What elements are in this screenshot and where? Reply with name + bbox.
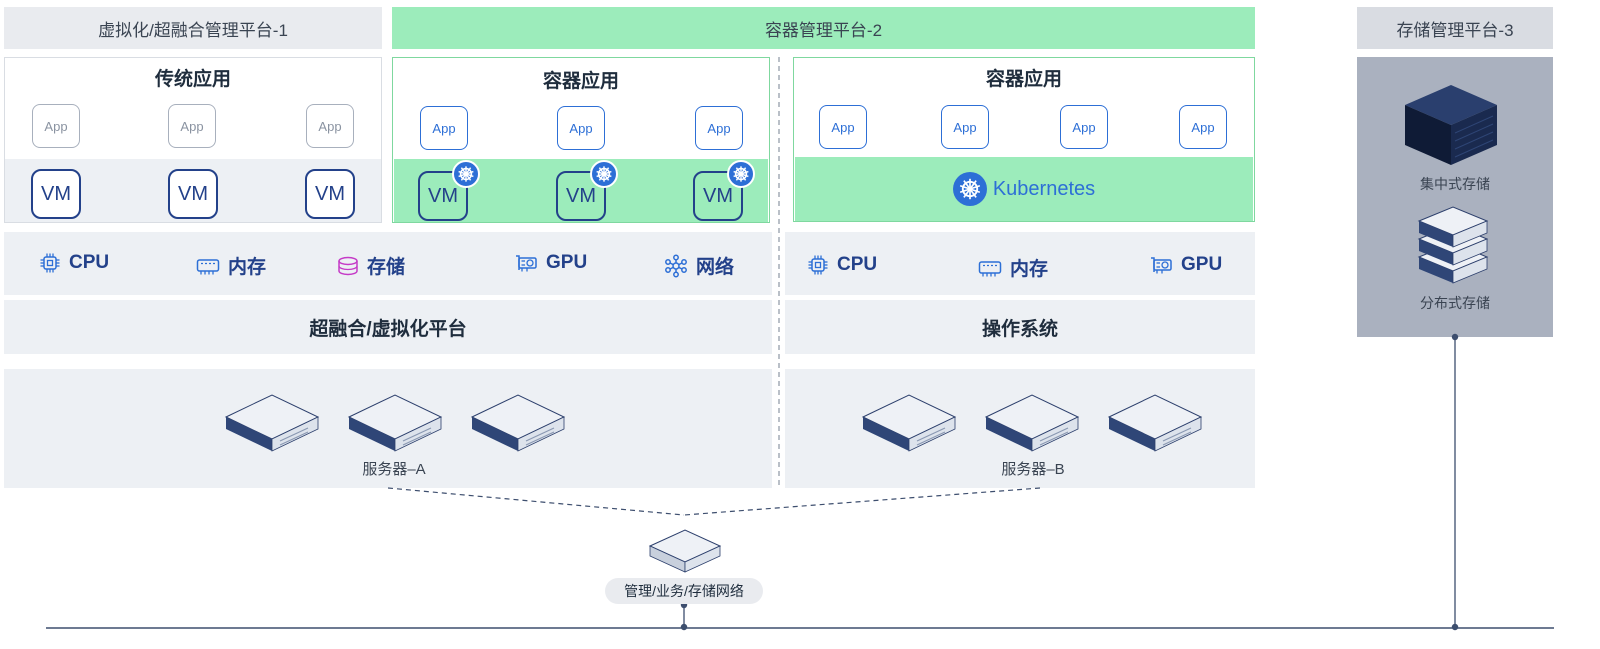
memory-icon	[196, 258, 220, 274]
app-icon: App	[819, 105, 867, 149]
resource-band-left: CPU 内存 存储 GPU 网络	[4, 232, 772, 295]
kubernetes-label: Kubernetes	[992, 177, 1096, 200]
container-app-title-right: 容器应用	[985, 69, 1062, 90]
server-icon	[347, 394, 443, 452]
network-label: 网络	[696, 257, 735, 278]
container-app-title-left: 容器应用	[542, 71, 619, 92]
kubernetes-icon	[452, 160, 480, 188]
server-a-label: 服务器–A	[362, 461, 426, 478]
network-label: 管理/业务/存储网络	[605, 578, 763, 604]
network-icon	[665, 254, 687, 277]
traditional-app-panel: 传统应用 App App App VM VM VM	[4, 57, 382, 223]
divider-dashed	[778, 57, 780, 489]
app-icon: App	[695, 106, 743, 150]
app-icon: App	[420, 106, 468, 150]
app-icon: App	[306, 104, 354, 148]
kubernetes-icon	[727, 160, 755, 188]
vm-icon: VM	[168, 169, 218, 219]
database-icon	[338, 256, 358, 275]
platform-band-left: 超融合/虚拟化平台	[4, 300, 772, 354]
traditional-app-title: 传统应用	[154, 69, 231, 90]
platform-band-right: 操作系统	[785, 300, 1255, 354]
cpu-icon	[808, 255, 828, 275]
resource-gpu: GPU	[1149, 254, 1222, 276]
header-platform-2-label: 容器管理平台-2	[764, 20, 883, 40]
gpu-label: GPU	[546, 252, 588, 273]
network-switch-icon	[648, 529, 722, 573]
k8s-vm-band: VM VM VM	[394, 159, 768, 222]
server-icon	[224, 394, 320, 452]
kubernetes-icon	[952, 172, 987, 206]
app-icon: App	[557, 106, 605, 150]
header-platform-3: 存储管理平台-3	[1357, 7, 1553, 49]
memory-icon	[978, 260, 1002, 276]
header-platform-1-label: 虚拟化/超融合管理平台-1	[98, 20, 288, 40]
distributed-storage-icon	[1417, 206, 1489, 284]
resource-network: 网络	[664, 252, 734, 279]
gpu-icon	[516, 255, 537, 272]
resource-cpu: CPU	[39, 252, 109, 274]
centralized-storage-icon	[1405, 85, 1497, 165]
centralized-storage-label: 集中式存储	[1420, 176, 1490, 192]
app-icon: App	[32, 104, 80, 148]
resource-gpu: GPU	[514, 252, 587, 274]
server-band-left: 服务器–A	[4, 369, 772, 488]
cpu-label: CPU	[837, 254, 878, 275]
app-icon: App	[1179, 105, 1227, 149]
server-b-label: 服务器–B	[1001, 461, 1065, 478]
resource-cpu: CPU	[807, 254, 877, 276]
cpu-label: CPU	[69, 252, 110, 273]
storage-panel: 集中式存储 分布式存储	[1357, 57, 1553, 337]
platform-label-right: 操作系统	[981, 318, 1058, 340]
header-platform-2: 容器管理平台-2	[392, 7, 1255, 49]
vm-icon: VM	[305, 169, 355, 219]
vm-band: VM VM VM	[5, 159, 381, 222]
kubernetes-icon	[590, 160, 618, 188]
server-icon	[861, 394, 957, 452]
resource-storage: 存储	[337, 252, 405, 279]
server-icon	[1107, 394, 1203, 452]
distributed-storage-label: 分布式存储	[1420, 295, 1490, 311]
container-k8s-panel: 容器应用 App App App App Kubernetes	[793, 57, 1255, 222]
header-platform-1: 虚拟化/超融合管理平台-1	[4, 7, 382, 49]
vm-icon: VM	[31, 169, 81, 219]
kubernetes-band: Kubernetes	[795, 157, 1253, 221]
server-icon	[984, 394, 1080, 452]
app-icon: App	[168, 104, 216, 148]
app-icon: App	[941, 105, 989, 149]
container-vm-panel: 容器应用 App App App VM VM VM	[392, 57, 770, 223]
memory-label: 内存	[1010, 259, 1049, 280]
header-platform-3-label: 存储管理平台-3	[1396, 20, 1514, 40]
memory-label: 内存	[228, 257, 267, 278]
resource-band-right: CPU 内存 GPU	[785, 232, 1255, 295]
resource-memory: 内存	[978, 254, 1048, 281]
app-icon: App	[1060, 105, 1108, 149]
storage-label: 存储	[367, 257, 406, 278]
resource-memory: 内存	[196, 252, 266, 279]
server-icon	[470, 394, 566, 452]
gpu-label: GPU	[1181, 254, 1223, 275]
platform-label-left: 超融合/虚拟化平台	[309, 318, 467, 340]
gpu-icon	[1151, 257, 1172, 274]
cpu-icon	[40, 253, 60, 273]
server-band-right: 服务器–B	[785, 369, 1255, 488]
